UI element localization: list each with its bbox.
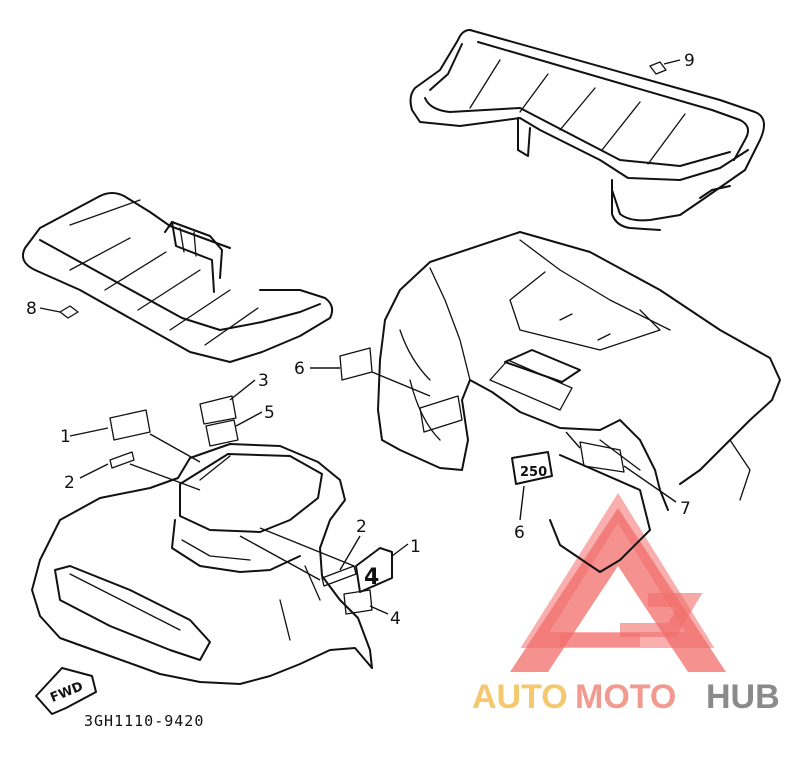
callout-7: 7 (680, 499, 691, 519)
decal-5 (205, 419, 239, 447)
decal-2-left (109, 451, 135, 469)
callout-4: 4 (390, 609, 401, 629)
part-code: 3GH1110-9420 (84, 712, 204, 730)
callout-1-right: 1 (410, 537, 421, 557)
decal-1-left (109, 409, 151, 441)
rear-fender (377, 231, 781, 573)
rear-rack (409, 29, 765, 231)
callout-5: 5 (264, 403, 275, 423)
svg-text:4: 4 (364, 565, 379, 590)
callout-1-left: 1 (60, 427, 71, 447)
callout-9: 9 (684, 51, 695, 71)
fwd-arrow: FWD (35, 667, 97, 715)
callout-2-right: 2 (356, 517, 367, 537)
callout-3: 3 (258, 371, 269, 391)
decal-4 (343, 589, 373, 615)
decals: 250 4 (109, 347, 625, 615)
decal-6-fender (419, 395, 463, 433)
svg-text:250: 250 (520, 465, 547, 480)
watermark-logo (510, 492, 726, 672)
decal-3 (199, 395, 237, 425)
callout-2-left: 2 (64, 473, 75, 493)
callout-6-fender: 6 (514, 523, 525, 543)
front-rack (22, 192, 334, 363)
callout-8: 8 (26, 299, 37, 319)
watermark-text: AUTO MOTO HUB (472, 678, 780, 716)
leader-lines (39, 59, 681, 615)
svg-text:FWD: FWD (48, 679, 85, 706)
decal-2-stripe (321, 565, 357, 587)
callout-6-left: 6 (294, 359, 305, 379)
decal-7 (579, 441, 625, 473)
badge-decal: 4 (355, 547, 393, 593)
front-fender (31, 443, 373, 685)
svg-text:HUB: HUB (706, 678, 780, 716)
svg-text:AUTO: AUTO (472, 678, 568, 716)
svg-text:MOTO: MOTO (575, 678, 676, 716)
emblem-decal: 250 (511, 451, 553, 485)
callout-labels: 9 8 3 5 1 2 6 6 7 2 1 4 (26, 51, 695, 629)
decal-6-left (339, 347, 373, 381)
